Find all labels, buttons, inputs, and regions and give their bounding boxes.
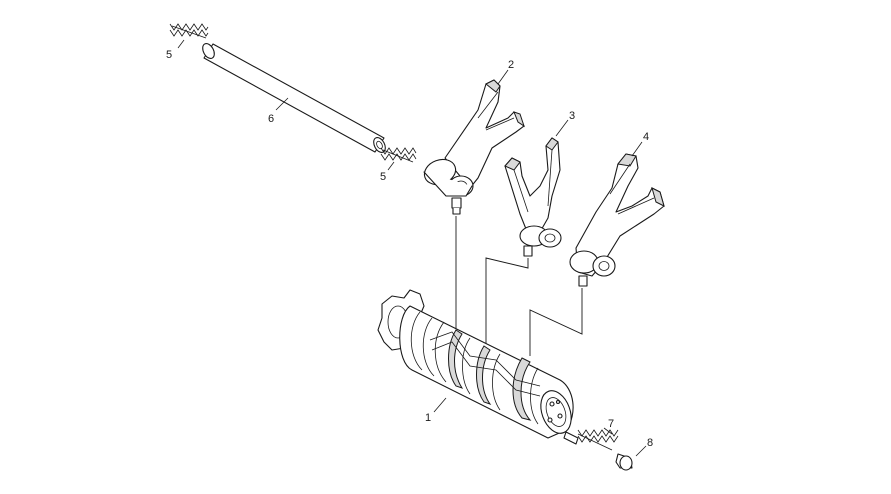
callout-2: 2 xyxy=(497,59,514,85)
callout-4: 4 xyxy=(631,131,649,157)
spring-7 xyxy=(563,429,619,451)
assembly-guide-lines xyxy=(455,216,583,356)
shift-fork-2 xyxy=(423,79,525,215)
callout-label-5-top: 5 xyxy=(166,49,172,61)
spring-5-middle xyxy=(380,147,417,163)
callout-8: 8 xyxy=(635,437,653,457)
callout-label-1: 1 xyxy=(425,412,431,424)
callout-1: 1 xyxy=(425,397,447,424)
callout-label-4: 4 xyxy=(643,131,649,143)
callout-3: 3 xyxy=(555,110,575,137)
pin-8 xyxy=(615,453,633,471)
callout-7: 7 xyxy=(603,418,614,435)
callout-label-8: 8 xyxy=(647,437,653,449)
shift-drum-1 xyxy=(377,289,574,439)
shift-fork-4 xyxy=(569,153,665,287)
callout-5-top: 5 xyxy=(166,39,185,61)
callout-label-2: 2 xyxy=(508,59,514,71)
fork-shaft-6 xyxy=(202,43,386,153)
callout-6: 6 xyxy=(268,97,289,125)
spring-5-top xyxy=(169,23,209,39)
callout-5-middle: 5 xyxy=(380,161,395,183)
callout-label-3: 3 xyxy=(569,110,575,122)
shift-fork-3 xyxy=(504,137,562,257)
callout-label-7: 7 xyxy=(608,418,614,430)
callout-label-6: 6 xyxy=(268,113,274,125)
callout-label-5-middle: 5 xyxy=(380,171,386,183)
